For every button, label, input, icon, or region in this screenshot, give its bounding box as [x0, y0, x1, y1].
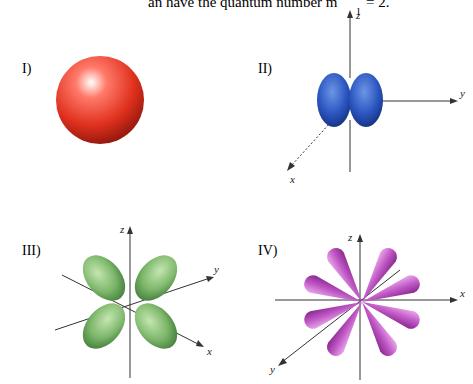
heading-text: an have the quantum number m	[148, 0, 338, 10]
panel-number: III)	[22, 244, 41, 258]
axis-label: y	[460, 88, 465, 99]
panel-number: II)	[258, 62, 272, 76]
d-orbital	[55, 226, 214, 378]
heading-text: = 2.	[366, 0, 389, 10]
axis-label: y	[214, 264, 219, 275]
axis-label: y	[270, 364, 275, 375]
axis-label: x	[290, 174, 295, 185]
axis-label: z	[348, 232, 352, 243]
axis-label: x	[207, 346, 212, 357]
f-orbital	[275, 234, 458, 380]
axis-label: z	[356, 10, 360, 21]
axis-label: z	[120, 224, 124, 235]
s-orbital	[56, 56, 144, 144]
p-orbital	[287, 10, 458, 172]
panel-number: IV)	[258, 244, 277, 258]
axis-label: x	[460, 288, 465, 299]
panel-number: I)	[22, 62, 31, 76]
